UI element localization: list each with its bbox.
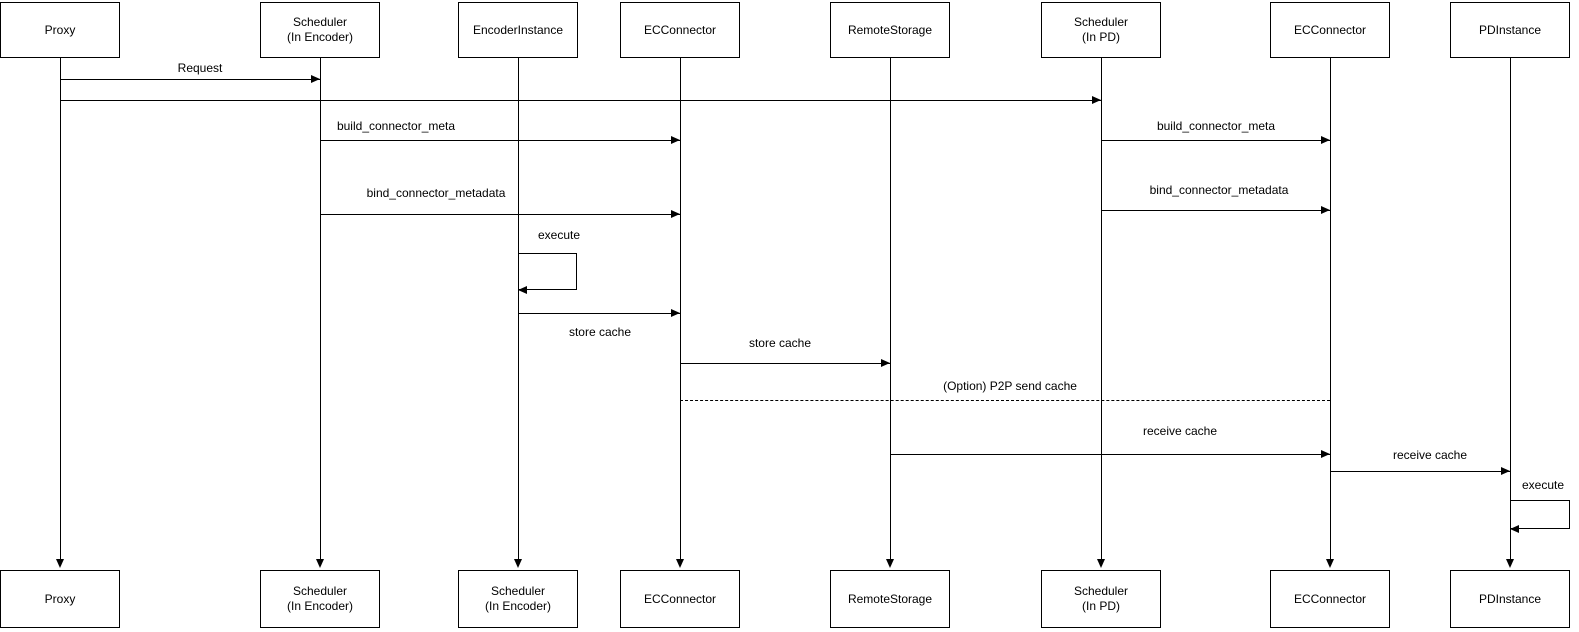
message-label-bind-connector-metadata-pd: bind_connector_metadata (1147, 183, 1291, 197)
message-label-receive-cache-storage-to-ec: receive cache (1140, 424, 1220, 438)
message-execute-pd-loop (1510, 500, 1570, 529)
arrowhead (881, 359, 890, 367)
lifeline-arrowhead (1097, 559, 1105, 568)
actor-label: ECConnector (643, 591, 717, 606)
message-build-connector-meta-pd-line (1101, 140, 1330, 141)
actor-label: PDInstance (1478, 591, 1542, 606)
arrowhead (311, 75, 320, 83)
lifeline-proxy (60, 58, 61, 561)
message-receive-cache-storage-to-ec-line (890, 454, 1330, 455)
arrowhead (1092, 96, 1101, 104)
actor-bottom-remote-storage: RemoteStorage (830, 570, 950, 628)
lifeline-remote-storage (890, 58, 891, 561)
actor-top-scheduler-in-encoder: Scheduler (In Encoder) (260, 2, 380, 58)
message-store-cache-ec-to-storage-line (680, 363, 890, 364)
lifeline-scheduler-in-encoder (320, 58, 321, 561)
message-proxy-to-pd-scheduler-line (60, 100, 1101, 101)
message-p2p-send-cache-line (680, 400, 1330, 401)
actor-label: Scheduler (490, 584, 546, 598)
message-label-build-connector-meta-pd: build_connector_meta (1154, 119, 1278, 133)
arrowhead (1501, 467, 1510, 475)
lifeline-arrowhead (676, 559, 684, 568)
message-request-line (60, 79, 320, 80)
lifeline-arrowhead (514, 559, 522, 568)
actor-label: (In Encoder) (286, 599, 354, 613)
actor-label: (In Encoder) (286, 30, 354, 44)
actor-label: (In PD) (1081, 30, 1120, 44)
message-label-execute-encoder: execute (536, 228, 583, 242)
actor-label: Scheduler (292, 15, 348, 29)
lifeline-ec-connector-pd (1330, 58, 1331, 561)
actor-label: EncoderInstance (472, 22, 564, 37)
actor-label: ECConnector (1293, 591, 1367, 606)
actor-label: Proxy (44, 22, 76, 37)
actor-label: (In PD) (1081, 599, 1120, 613)
actor-label: Scheduler (1073, 15, 1129, 29)
arrowhead (671, 210, 680, 218)
arrowhead (1321, 206, 1330, 214)
lifeline-arrowhead (1506, 559, 1514, 568)
arrowhead (1321, 136, 1330, 144)
actor-label: ECConnector (1293, 22, 1367, 37)
message-label-p2p-send-cache: (Option) P2P send cache (941, 379, 1079, 393)
message-receive-cache-ec-to-pd-line (1330, 471, 1510, 472)
lifeline-arrowhead (886, 559, 894, 568)
actor-label: Proxy (44, 591, 76, 606)
lifeline-arrowhead (1326, 559, 1334, 568)
actor-top-remote-storage: RemoteStorage (830, 2, 950, 58)
arrowhead (518, 286, 527, 294)
message-label-receive-cache-ec-to-pd: receive cache (1390, 448, 1470, 462)
arrowhead (671, 309, 680, 317)
actor-bottom-proxy: Proxy (0, 570, 120, 628)
actor-bottom-encoder-instance: Scheduler (In Encoder) (458, 570, 578, 628)
actor-bottom-pd-instance: PDInstance (1450, 570, 1570, 628)
message-label-store-cache-ec-to-storage: store cache (746, 336, 814, 350)
message-label-bind-connector-metadata-encoder: bind_connector_metadata (364, 186, 508, 200)
actor-top-proxy: Proxy (0, 2, 120, 58)
actor-bottom-scheduler-in-pd: Scheduler (In PD) (1041, 570, 1161, 628)
actor-bottom-ec-connector-encoder: ECConnector (620, 570, 740, 628)
message-label-execute-pd: execute (1520, 478, 1567, 492)
actor-label: Scheduler (1073, 584, 1129, 598)
actor-label: RemoteStorage (847, 591, 933, 606)
lifeline-ec-connector-encoder (680, 58, 681, 561)
actor-label: PDInstance (1478, 22, 1542, 37)
arrowhead (671, 136, 680, 144)
message-build-connector-meta-encoder-line (320, 140, 680, 141)
actor-top-encoder-instance: EncoderInstance (458, 2, 578, 58)
actor-label: (In Encoder) (484, 599, 552, 613)
arrowhead (1321, 450, 1330, 458)
actor-bottom-ec-connector-pd: ECConnector (1270, 570, 1390, 628)
actor-label: Scheduler (292, 584, 348, 598)
lifeline-pd-instance (1510, 58, 1511, 561)
actor-top-ec-connector-encoder: ECConnector (620, 2, 740, 58)
actor-top-scheduler-in-pd: Scheduler (In PD) (1041, 2, 1161, 58)
lifeline-scheduler-in-pd (1101, 58, 1102, 561)
message-bind-connector-metadata-pd-line (1101, 210, 1330, 211)
lifeline-arrowhead (316, 559, 324, 568)
lifeline-arrowhead (56, 559, 64, 568)
message-bind-connector-metadata-encoder-line (320, 214, 680, 215)
message-label-store-cache-encoder-to-ec: store cache (566, 325, 634, 339)
actor-bottom-scheduler-in-encoder: Scheduler (In Encoder) (260, 570, 380, 628)
actor-label: ECConnector (643, 22, 717, 37)
actor-label: RemoteStorage (847, 22, 933, 37)
message-execute-encoder-loop (518, 253, 577, 290)
arrowhead (1510, 525, 1519, 533)
message-label-request: Request (175, 61, 225, 75)
actor-top-pd-instance: PDInstance (1450, 2, 1570, 58)
lifeline-encoder-instance (518, 58, 519, 561)
actor-top-ec-connector-pd: ECConnector (1270, 2, 1390, 58)
message-label-build-connector-meta-encoder: build_connector_meta (334, 119, 458, 133)
message-store-cache-encoder-to-ec-line (518, 313, 680, 314)
